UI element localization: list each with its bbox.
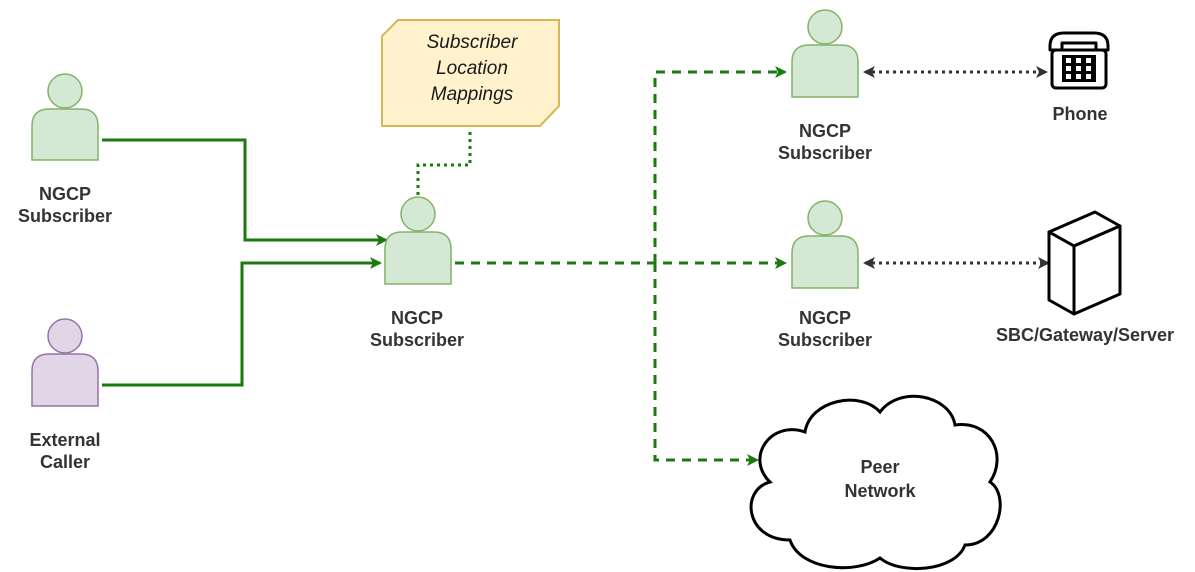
person-icon xyxy=(31,318,99,407)
label-line: Subscriber xyxy=(777,330,873,350)
label-line: NGCP xyxy=(798,308,851,328)
label-line: Caller xyxy=(39,452,91,472)
note-text: Subscriber Location Mappings xyxy=(392,30,552,108)
label-line: Subscriber xyxy=(777,143,873,163)
label-line: External xyxy=(29,430,101,450)
server-box-icon xyxy=(1047,210,1122,316)
note-line: Location xyxy=(436,58,508,79)
telephone-icon xyxy=(1048,31,1110,90)
subscriber-mid-right-label: NGCP Subscriber xyxy=(760,307,890,351)
label-line: NGCP xyxy=(798,121,851,141)
sbc-label: SBC/Gateway/Server xyxy=(995,325,1175,345)
edge-branch-to-cloud xyxy=(653,263,759,466)
location-mappings-note xyxy=(381,19,560,127)
label-line: Subscriber xyxy=(17,206,113,226)
cloud-line: Network xyxy=(844,481,916,501)
phone-label: Phone xyxy=(1052,104,1108,124)
person-icon xyxy=(384,196,452,285)
subscriber-center-label: NGCP Subscriber xyxy=(352,307,482,351)
subscriber-top-right-label: NGCP Subscriber xyxy=(760,120,890,164)
person-icon xyxy=(791,200,859,289)
edge-branch-to-top-subscriber xyxy=(653,66,787,263)
cloud-label: Peer Network xyxy=(820,455,940,503)
label-line: NGCP xyxy=(390,308,443,328)
person-icon xyxy=(31,73,99,161)
edge-subscriber-to-center xyxy=(102,138,388,246)
cloud-icon xyxy=(749,394,1002,570)
note-line: Mappings xyxy=(430,84,514,105)
label-line: NGCP xyxy=(38,184,91,204)
subscriber-left-label: NGCP Subscriber xyxy=(0,183,130,227)
label-line: Subscriber xyxy=(369,330,465,350)
note-line: Subscriber xyxy=(426,32,518,53)
person-icon xyxy=(791,9,859,98)
edge-caller-to-center xyxy=(102,257,382,387)
edge-center-to-note xyxy=(416,128,472,195)
external-caller-label: External Caller xyxy=(0,429,130,473)
cloud-line: Peer xyxy=(860,457,900,477)
